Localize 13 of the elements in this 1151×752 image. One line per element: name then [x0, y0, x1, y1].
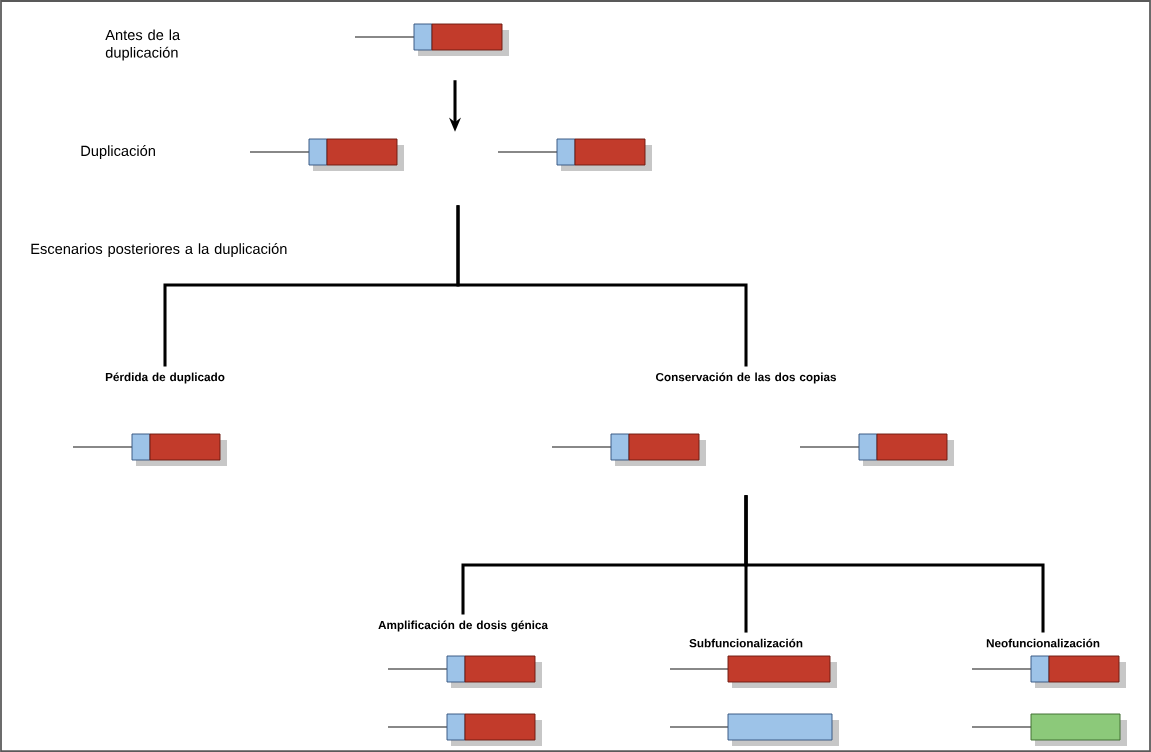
gene-drawing [354, 23, 509, 56]
stage-label: Escenarios posteriores a la duplicación [31, 243, 287, 257]
heading: Pérdida de duplicado [105, 372, 225, 384]
connector [744, 495, 1045, 633]
heading: Subfuncionalización [689, 638, 803, 648]
heading: Neofuncionalización [986, 638, 1100, 648]
gene-pair-drawing [551, 433, 954, 466]
gene-pair-drawing [249, 138, 652, 171]
connector [456, 205, 748, 367]
heading: Conservación de las dos copias [656, 372, 837, 384]
stage-label: Antes de la duplicación [105, 29, 181, 61]
stage-label: Duplicación [81, 145, 155, 159]
heading: Amplificación de dosis génica [378, 620, 549, 632]
